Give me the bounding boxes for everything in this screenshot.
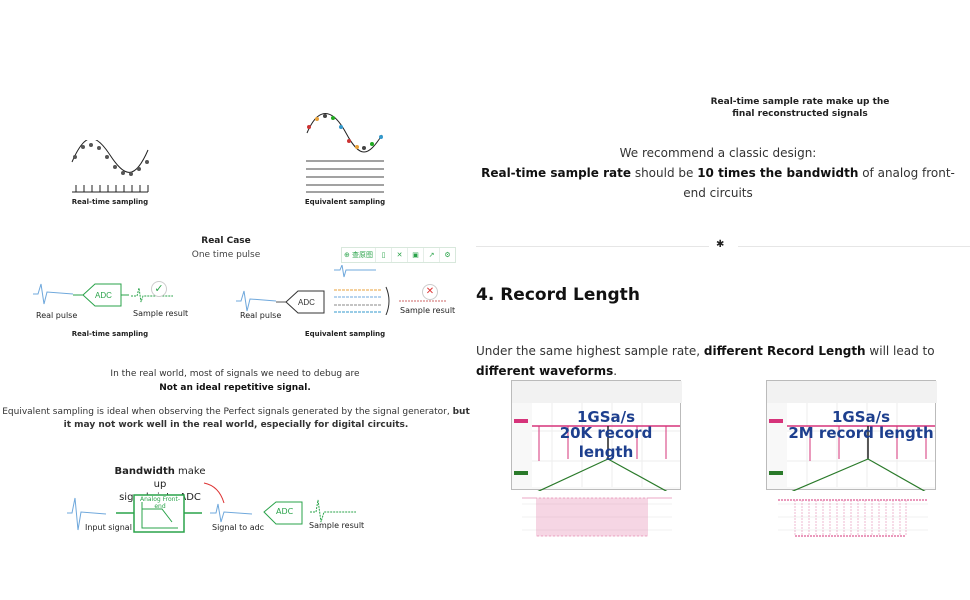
divider-left	[476, 246, 709, 247]
recommend-t2: of analog front-end circuits	[683, 166, 955, 200]
eq-input-label: Real pulse	[240, 311, 282, 320]
svg-text:ADC: ADC	[298, 298, 315, 307]
real-time-sampling-diagram	[71, 140, 149, 193]
para-b1: different Record Length	[703, 344, 866, 358]
cross-icon: ✕	[422, 284, 438, 300]
rt-output-label: Sample result	[133, 309, 189, 318]
recommend-b2: 10 times the bandwidth	[697, 166, 859, 180]
settings-icon[interactable]: ⚙	[444, 251, 451, 259]
afe-label: Analog Front-end	[140, 496, 180, 510]
bw-rest: make up	[153, 466, 206, 490]
sample-result-label: Sample result	[309, 521, 365, 530]
para-equivalent-text: Equivalent sampling is ideal when observ…	[2, 407, 453, 417]
equivalent-adc-diagram: ADC	[236, 265, 446, 315]
check-icon: ✓	[151, 281, 167, 297]
para-not-ideal: Not an ideal repetitive signal.	[159, 383, 311, 393]
caption-real-time: Real-time sampling	[71, 198, 149, 206]
fullscreen-icon[interactable]: ✕	[392, 248, 408, 262]
record-length-paragraph: Under the same highest sample rate, diff…	[476, 341, 968, 381]
para-b2: different waveforms	[476, 364, 614, 378]
eq-output-label: Sample result	[400, 306, 456, 315]
scope2-zoomed-waveform	[778, 499, 928, 537]
scope1-length: 20K record length	[559, 424, 653, 461]
para-equivalent-bold: but it may not work well in the real wor…	[63, 407, 470, 430]
svg-text:ADC: ADC	[95, 291, 112, 300]
para-t1: Under the same highest sample rate,	[476, 344, 704, 358]
scope1-zoomed-waveform	[522, 497, 672, 537]
bandwidth-diagram	[67, 482, 356, 533]
view-original-button[interactable]: ⊕ 查原图	[342, 248, 376, 262]
real-case-title: Real Case	[201, 236, 251, 246]
recommend-b1: Real-time sample rate	[481, 166, 631, 180]
screen-icon[interactable]: ▣	[408, 248, 424, 262]
real-time-adc-diagram: ADC	[33, 283, 173, 307]
para-t3: .	[613, 364, 618, 378]
share-icon[interactable]: ↗	[424, 248, 440, 262]
reconstructed-caption: Real-time sample rate make up the final r…	[690, 96, 910, 120]
caption-line1: Real-time sample rate make up the	[710, 97, 890, 107]
para-t2: will lead to	[865, 344, 935, 358]
divider-right	[738, 246, 970, 247]
para-equivalent: Equivalent sampling is ideal when observ…	[2, 406, 470, 432]
scope2-rate: 1GSa/s	[831, 408, 891, 426]
caption-equivalent: Equivalent sampling	[304, 198, 386, 206]
scope2-length: 2M record length	[788, 424, 934, 442]
bug-icon: ✱	[716, 239, 725, 250]
scope1-rate: 1GSa/s	[576, 408, 636, 426]
eq-caption: Equivalent sampling	[304, 330, 386, 338]
bw-bold: Bandwidth	[114, 466, 175, 477]
signal-to-adc-label: Signal to adc	[212, 523, 265, 532]
recommend-line1: We recommend a classic design:	[619, 146, 817, 160]
input-signal-label: Input signal	[85, 523, 132, 532]
fig3-adc-label: ADC	[276, 507, 294, 516]
rt-caption: Real-time sampling	[71, 330, 149, 338]
scope-screenshot-2m: 1GSa/s 2M record length	[766, 380, 937, 491]
view-original-label: 查原图	[352, 251, 374, 259]
real-case-subtitle: One time pulse	[191, 250, 261, 260]
recommend-text: We recommend a classic design: Real-time …	[478, 143, 958, 203]
book-icon[interactable]: ▯	[376, 248, 392, 262]
section-heading: 4. Record Length	[476, 285, 640, 305]
para-real-world: In the real world, most of signals we ne…	[110, 369, 360, 379]
recommend-t1: should be	[631, 166, 698, 180]
image-toolbar: ⊕ 查原图 ▯ ✕ ▣ ↗ ⚙	[341, 247, 456, 263]
caption-line2: final reconstructed signals	[732, 109, 868, 119]
scope-screenshot-20k: 1GSa/s 20K record length	[511, 380, 682, 491]
rt-input-label: Real pulse	[36, 311, 78, 320]
equivalent-sampling-diagram	[306, 113, 384, 193]
